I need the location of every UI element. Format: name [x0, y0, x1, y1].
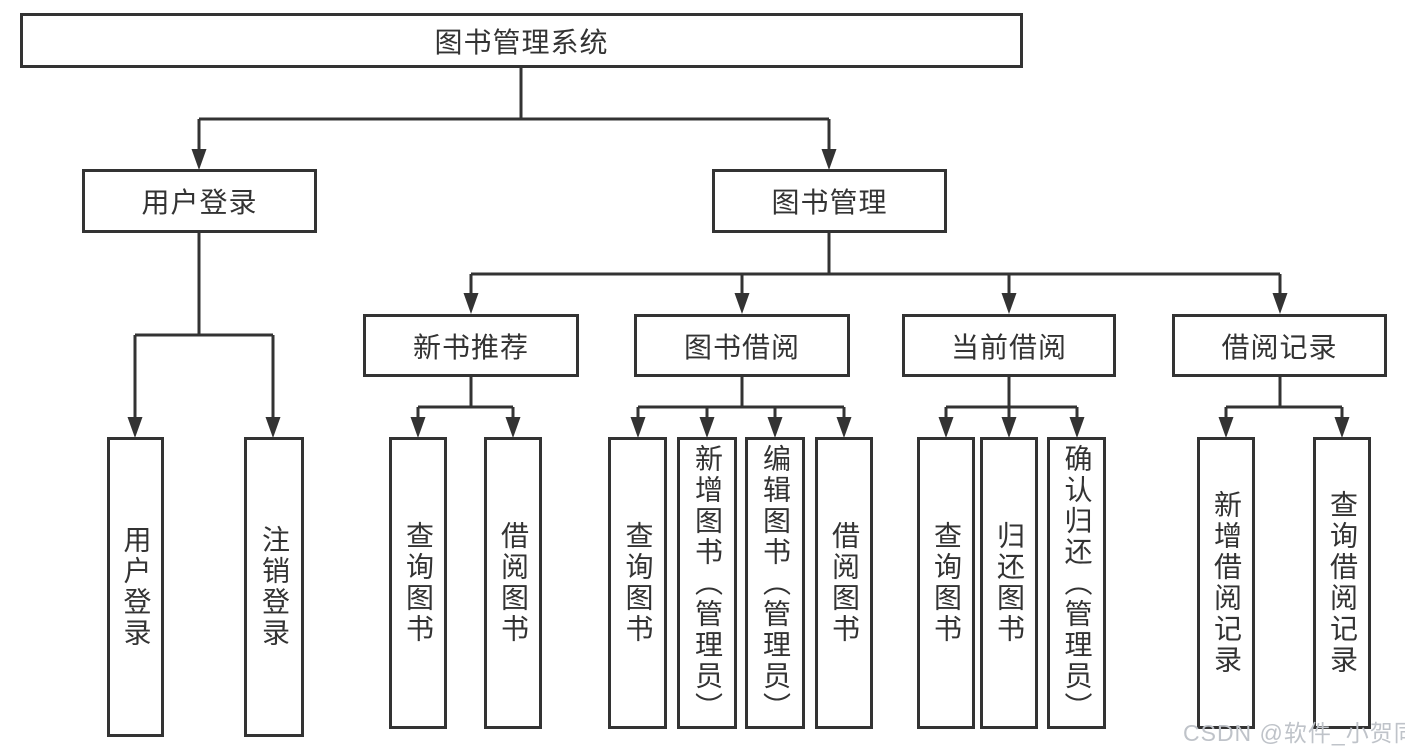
node-borrow-book-label: 借阅图书	[829, 521, 860, 645]
node-add-book-admin: 新增图书（管理员）	[677, 437, 737, 729]
node-return-book: 归还图书	[980, 437, 1038, 729]
csdn-watermark: CSDN @软件_小贺同学	[1183, 720, 1405, 746]
node-login: 用户登录	[107, 437, 164, 737]
node-query-books-current-label: 查询图书	[931, 521, 962, 645]
node-user-login: 用户登录	[82, 169, 317, 233]
node-query-books-borrow: 查询图书	[608, 437, 667, 729]
node-confirm-return-admin-label: 确认归还（管理员）	[1061, 443, 1093, 723]
node-borrow-records-label: 借阅记录	[1221, 331, 1338, 363]
node-edit-book-admin-label: 编辑图书（管理员）	[760, 443, 791, 723]
node-edit-book-admin: 编辑图书（管理员）	[745, 437, 805, 729]
node-query-books-recommend: 查询图书	[389, 437, 447, 729]
node-borrow-book: 借阅图书	[815, 437, 873, 729]
node-current-borrow: 当前借阅	[902, 314, 1116, 377]
node-new-book-recommend: 新书推荐	[363, 314, 579, 377]
node-new-book-recommend-label: 新书推荐	[412, 331, 529, 363]
node-add-borrow-record: 新增借阅记录	[1197, 437, 1255, 729]
node-borrow-book-recommend: 借阅图书	[484, 437, 542, 729]
node-add-borrow-record-label: 新增借阅记录	[1211, 490, 1242, 676]
node-query-books-current: 查询图书	[917, 437, 975, 729]
node-book-management-label: 图书管理	[771, 187, 888, 218]
node-add-book-admin-label: 新增图书（管理员）	[692, 443, 723, 723]
node-root-label: 图书管理系统	[434, 26, 609, 58]
node-borrow-book-recommend-label: 借阅图书	[498, 521, 529, 645]
node-book-borrow-label: 图书借阅	[683, 331, 800, 363]
node-query-borrow-record: 查询借阅记录	[1313, 437, 1371, 729]
node-query-borrow-record-label: 查询借阅记录	[1327, 490, 1358, 676]
node-login-label: 用户登录	[120, 525, 152, 649]
node-root: 图书管理系统	[20, 13, 1023, 68]
node-borrow-records: 借阅记录	[1172, 314, 1387, 377]
node-book-management: 图书管理	[712, 169, 947, 233]
node-current-borrow-label: 当前借阅	[950, 331, 1067, 363]
node-query-books-recommend-label: 查询图书	[403, 521, 434, 645]
arrowheads	[127, 149, 1350, 438]
node-logout: 注销登录	[244, 437, 304, 737]
node-logout-label: 注销登录	[259, 525, 290, 649]
node-query-books-borrow-label: 查询图书	[622, 521, 654, 645]
node-user-login-label: 用户登录	[141, 187, 258, 218]
node-book-borrow: 图书借阅	[634, 314, 850, 377]
node-return-book-label: 归还图书	[994, 521, 1025, 645]
node-confirm-return-admin: 确认归还（管理员）	[1047, 437, 1106, 729]
